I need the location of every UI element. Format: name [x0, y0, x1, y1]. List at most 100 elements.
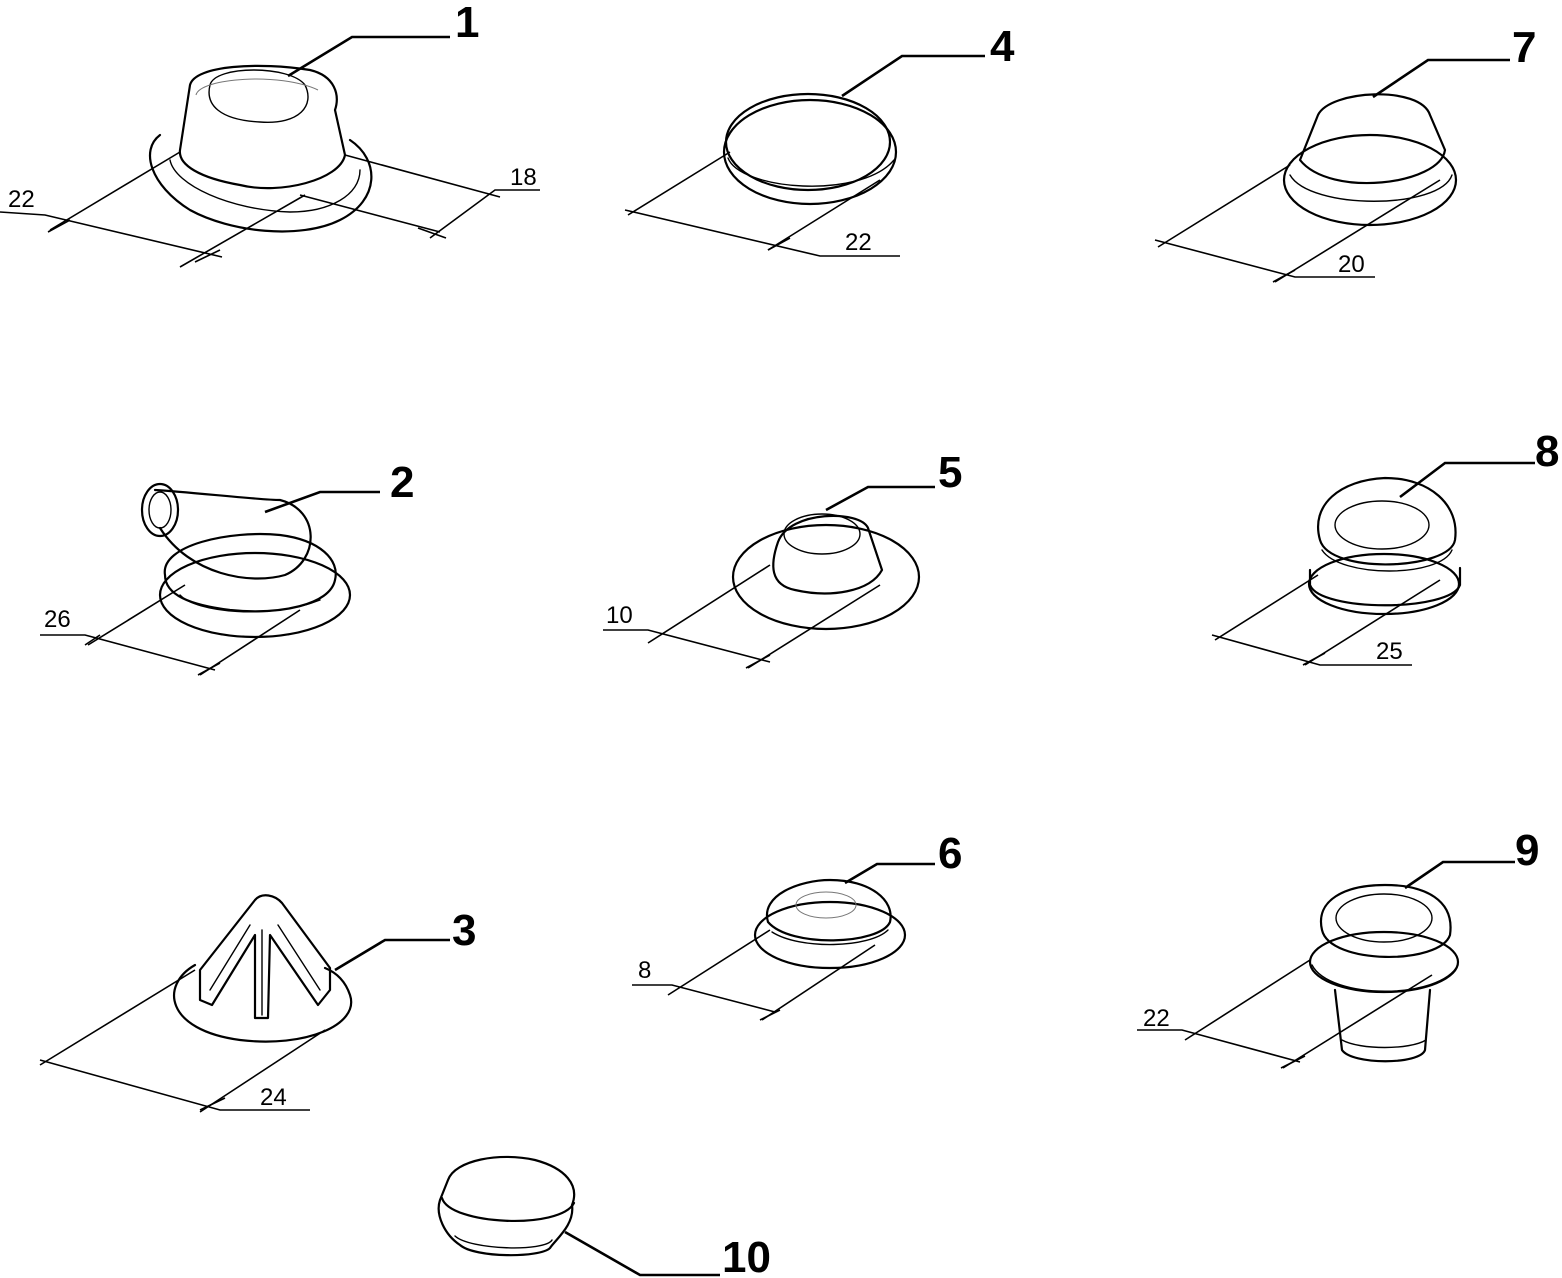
part-1-dim-ext [49, 151, 181, 231]
part-1-dim-line [0, 211, 223, 258]
part-2-callout: 2 [390, 458, 414, 507]
part-10-small-cap: 10 [437, 1155, 771, 1278]
part-1-leader-line [287, 35, 450, 78]
part-7-dim-tick [1272, 269, 1296, 283]
part-1-top-rim [195, 78, 319, 96]
part-4-callout: 4 [990, 22, 1015, 71]
part-7-leader-line [1372, 58, 1510, 99]
part-6-dim-line [632, 984, 776, 1013]
part-6-dim-tick [759, 1009, 781, 1021]
part-4-dim-ext [767, 179, 881, 251]
part-8-dim-line [1211, 634, 1412, 666]
part-9-dim-ext [1282, 974, 1433, 1069]
part-1-callout: 1 [455, 0, 479, 47]
part-6-dome-center [795, 891, 857, 919]
part-7-flange [1282, 133, 1458, 227]
part-9-stem [1333, 988, 1432, 1063]
part-6-dome-edge [771, 929, 889, 946]
part-7-dim-line [1154, 239, 1375, 278]
part-5-dim-ext [647, 564, 771, 644]
part-9-dim-line [1137, 1029, 1301, 1063]
part-5-dim-10: 10 [606, 602, 633, 629]
part-6-dim-8: 8 [638, 957, 651, 984]
part-1-flange [148, 133, 373, 233]
part-3-base-flange [172, 963, 353, 1043]
part-1-dim-tick [194, 249, 221, 263]
part-1-body [178, 64, 347, 190]
part-1-grommet: 1 22 18 [0, 0, 540, 268]
part-1-flange-edge [169, 159, 361, 213]
part-1-dim-ext [179, 194, 306, 268]
part-5-dim-ext [747, 584, 881, 669]
part-4-flat-plug: 4 22 [624, 22, 1015, 257]
part-5-leader-line [825, 485, 935, 512]
part-2-body-edge [179, 594, 321, 613]
part-4-lower-disc [722, 98, 898, 206]
part-6-dim-ext [761, 944, 876, 1021]
part-9-cap [1319, 883, 1452, 958]
part-10-callout: 10 [722, 1233, 771, 1278]
part-10-base [454, 1235, 553, 1249]
part-5-flange [731, 523, 921, 631]
part-8-cap-top [1334, 500, 1430, 550]
part-2-dim-tick [197, 662, 221, 676]
part-7-callout: 7 [1512, 23, 1536, 72]
part-6-callout: 6 [938, 829, 962, 878]
part-9-flange-edge [1311, 964, 1459, 992]
part-5-body [772, 514, 884, 595]
part-2-tube-bore [148, 491, 172, 529]
part-1-top-recess [208, 69, 309, 123]
part-2-dim-26: 26 [44, 606, 71, 633]
part-8-dim-ext [1304, 579, 1441, 666]
part-10-leader-line [564, 1230, 720, 1277]
part-2-tube-end [140, 482, 180, 538]
part-4-leader-line [841, 54, 985, 98]
part-3-push-clip: 3 24 [39, 894, 476, 1113]
part-9-cap-top [1335, 893, 1433, 943]
part-3-leader-line [334, 938, 450, 972]
part-9-stem-plug: 9 22 [1137, 826, 1539, 1069]
part-3-callout: 3 [452, 906, 476, 955]
part-8-dim-ext [1214, 574, 1319, 641]
part-9-leader-line [1404, 860, 1515, 890]
part-7-dome-cap: 7 20 [1154, 23, 1536, 283]
part-6-dome-plug: 6 8 [632, 829, 962, 1021]
part-2-leader-line [264, 490, 380, 514]
part-8-base-wall [1308, 566, 1462, 607]
part-4-dim-line [624, 209, 900, 257]
part-9-dim-22: 22 [1143, 1005, 1170, 1032]
part-7-flange-edge [1289, 174, 1453, 202]
part-4-dim-22: 22 [845, 229, 872, 256]
part-2-dim-tick [84, 634, 101, 646]
part-9-stem-ring [1341, 1039, 1427, 1049]
part-2-tube [153, 488, 312, 580]
part-9-dim-ext [1184, 959, 1311, 1041]
part-1-dim-ext [299, 194, 441, 233]
part-2-flange [158, 551, 352, 639]
part-8-dim-tick [1302, 652, 1326, 666]
part-3-dim-ext [199, 1029, 326, 1113]
part-8-cap [1317, 476, 1457, 566]
part-6-dome [765, 878, 892, 942]
part-3-dim-ext [39, 969, 196, 1066]
part-8-callout: 8 [1535, 427, 1559, 476]
part-3-dim-line [39, 1059, 310, 1111]
part-8-cap-edge [1321, 549, 1453, 572]
part-8-dim-25: 25 [1376, 638, 1403, 665]
part-5-callout: 5 [938, 448, 962, 497]
part-8-leader-line [1399, 461, 1535, 499]
part-4-dim-ext [627, 151, 731, 216]
part-1-dim-tick [417, 227, 447, 239]
part-3-dim-24: 24 [260, 1084, 287, 1111]
part-1-dim-line [429, 189, 540, 239]
part-6-dim-ext [667, 929, 771, 996]
part-2-body [163, 532, 337, 613]
part-4-edge [727, 157, 895, 187]
part-9-dim-tick [1280, 1055, 1306, 1069]
part-1-dim-ext [344, 154, 501, 198]
part-3-arrow-ribs [209, 924, 321, 1016]
part-2-dim-ext [87, 584, 186, 646]
part-6-leader-line [844, 862, 935, 885]
part-7-dome [1298, 93, 1447, 185]
part-9-flange [1308, 930, 1460, 994]
